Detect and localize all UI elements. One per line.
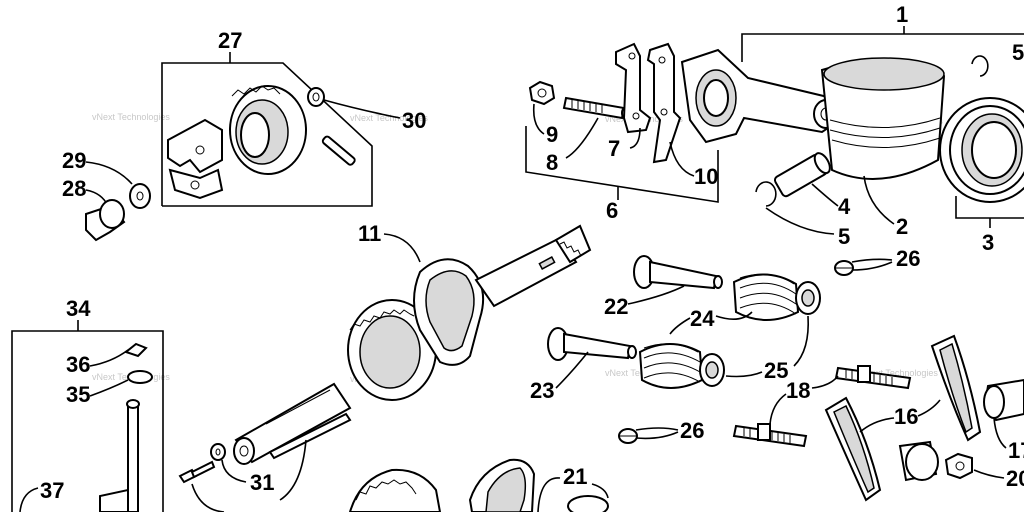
callout-34: 34 [66, 296, 91, 321]
callout-21: 21 [563, 464, 587, 489]
callout-5b: 5 [1012, 40, 1024, 65]
callout-4: 4 [838, 194, 851, 219]
watermark: vNext Technologies [350, 113, 428, 123]
callout-29: 29 [62, 148, 86, 173]
callout-2: 2 [896, 214, 908, 239]
callout-26b: 26 [680, 418, 704, 443]
callout-16: 16 [894, 404, 918, 429]
camshaft [348, 458, 536, 513]
callout-7: 7 [608, 136, 620, 161]
callout-36: 36 [66, 352, 90, 377]
callout-1: 1 [896, 2, 908, 27]
callout-20: 20 [1006, 466, 1024, 491]
callout-24: 24 [690, 306, 715, 331]
group-6-assembly: 6 9 8 7 10 [525, 42, 719, 223]
keeper-26: 26 26 [618, 246, 920, 444]
item-28-29: 29 28 [62, 148, 151, 242]
item-16-17-20: 16 17 20 [824, 334, 1024, 502]
stud-18: 18 [732, 365, 912, 448]
crankshaft-11: 11 [233, 221, 592, 465]
callout-18: 18 [786, 378, 810, 403]
callout-11: 11 [358, 221, 381, 246]
callout-9: 9 [546, 122, 558, 147]
callout-8: 8 [546, 150, 558, 175]
callout-25: 25 [764, 358, 788, 383]
group-34-assembly: 34 36 35 37 [11, 296, 164, 513]
callout-22a: 22 [604, 294, 628, 319]
callout-28: 28 [62, 176, 86, 201]
callout-10: 10 [694, 164, 718, 189]
callout-23: 23 [530, 378, 554, 403]
valve-upper: 22 24 [604, 255, 821, 367]
watermark: vNext Technologies [860, 368, 938, 378]
callout-26a: 26 [896, 246, 920, 271]
watermark: vNext Technologies [92, 112, 170, 122]
item-31-32: 31 [178, 412, 352, 513]
group-27-assembly: 27 30 [161, 28, 426, 207]
callout-27: 27 [218, 28, 242, 53]
callout-35: 35 [66, 382, 90, 407]
callout-30: 30 [402, 108, 426, 133]
item-21: 21 [537, 464, 609, 517]
callout-31: 31 [250, 470, 274, 495]
callout-6: 6 [606, 198, 618, 223]
callout-5a: 5 [838, 224, 850, 249]
group-1-assembly: 1 2 4 5 3 5 [680, 2, 1024, 255]
callout-37: 37 [40, 478, 64, 503]
callout-17: 17 [1008, 438, 1024, 463]
callout-3: 3 [982, 230, 994, 255]
valve-lower: 23 25 [530, 327, 788, 403]
